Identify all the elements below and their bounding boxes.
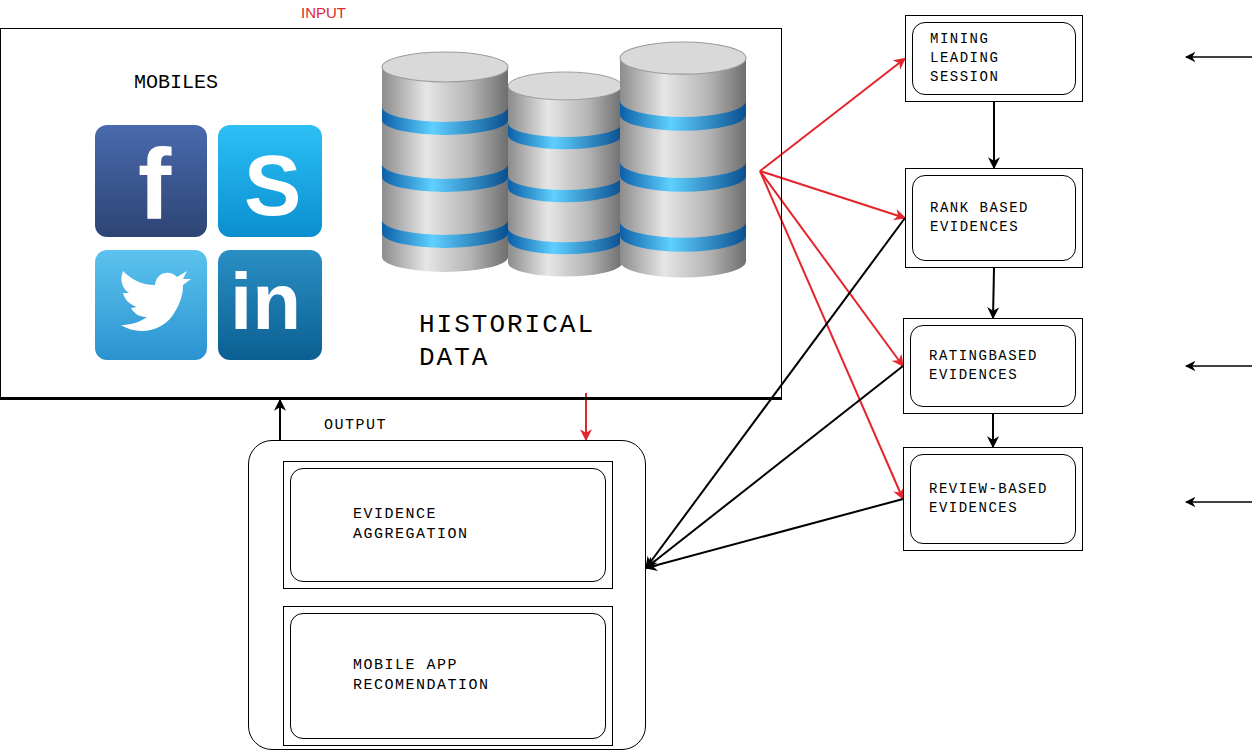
input-arrow — [1186, 56, 1252, 58]
input-panel: INPUTMOBILESHISTORICAL DATA — [0, 28, 782, 400]
process-box: EVIDENCE AGGREGATION — [283, 461, 613, 589]
panel-heading: MOBILES — [134, 71, 218, 94]
database-cylinder — [508, 72, 622, 277]
box-label: MOBILE APP RECOMENDATION — [353, 656, 543, 697]
twitter-bird — [121, 271, 191, 331]
flow-arrow — [992, 414, 994, 447]
logo-letter: S — [244, 142, 301, 228]
data-flow-arrow — [585, 393, 587, 440]
box-label: MINING LEADING SESSION — [930, 30, 1058, 87]
logo-letter: in — [230, 262, 301, 342]
database-cylinder — [620, 42, 746, 277]
process-box: MOBILE APP RECOMENDATION — [283, 606, 613, 746]
process-box: RATINGBASED EVIDENCES — [903, 318, 1083, 414]
skype-icon — [218, 125, 322, 237]
flow-arrow — [279, 400, 281, 440]
inner-frame — [910, 325, 1076, 407]
inner-frame — [290, 468, 606, 582]
flow-arrow — [993, 102, 995, 168]
logo-letter: f — [138, 134, 171, 234]
database-cylinder — [382, 52, 508, 272]
output-panel: OUTPUTEVIDENCE AGGREGATIONMOBILE APP REC… — [248, 440, 646, 750]
process-box: MINING LEADING SESSION — [905, 15, 1083, 102]
facebook-icon — [95, 125, 207, 237]
panel-heading: OUTPUT — [324, 417, 387, 434]
flow-arrow — [646, 499, 903, 568]
linkedin-icon — [218, 250, 322, 360]
box-label: RANK BASED EVIDENCES — [930, 199, 1058, 237]
process-box: RANK BASED EVIDENCES — [905, 168, 1083, 268]
box-label: REVIEW-BASED EVIDENCES — [929, 480, 1057, 518]
inner-frame — [290, 613, 606, 739]
panel-heading: HISTORICAL DATA — [419, 309, 659, 374]
inner-frame — [912, 175, 1076, 261]
database-group: HISTORICAL DATA — [374, 39, 760, 393]
flow-arrow — [993, 268, 994, 318]
input-arrow — [1186, 365, 1252, 367]
flow-arrow — [646, 218, 905, 568]
box-label: RATINGBASED EVIDENCES — [929, 347, 1057, 385]
box-label: EVIDENCE AGGREGATION — [353, 505, 543, 546]
process-box: REVIEW-BASED EVIDENCES — [903, 447, 1083, 551]
input-arrow — [1186, 501, 1252, 503]
panel-heading: INPUT — [301, 4, 346, 21]
flow-arrow — [646, 366, 903, 568]
inner-frame — [910, 454, 1076, 544]
twitter-icon — [95, 250, 207, 360]
